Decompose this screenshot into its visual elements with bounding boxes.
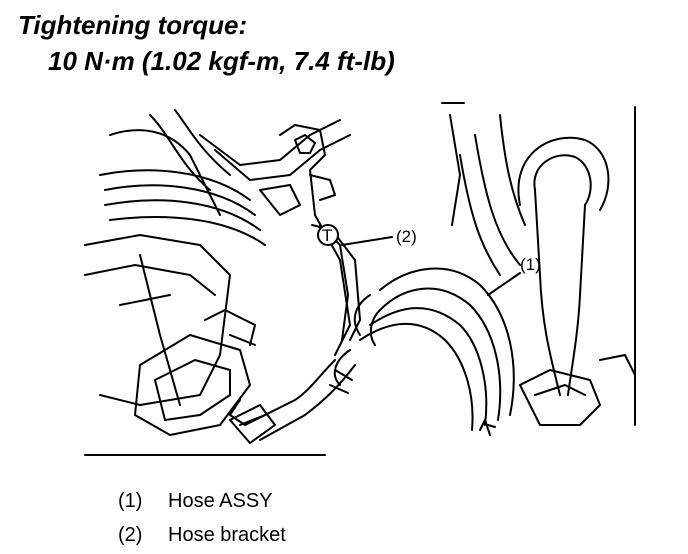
callout-2-leader xyxy=(341,236,393,246)
hose-assy xyxy=(229,267,515,441)
torque-title: Tightening torque: xyxy=(18,10,248,40)
legend-number: (1) xyxy=(118,490,143,512)
legend-label: Hose bracket xyxy=(168,524,286,546)
torque-symbol: T xyxy=(322,226,332,245)
legend-label: Hose ASSY xyxy=(168,490,273,512)
right-duct xyxy=(449,114,610,396)
callout-2-label: (2) xyxy=(396,227,417,246)
legend-item-2: (2) Hose bracket xyxy=(118,518,286,552)
torque-value: 10 N·m (1.02 kgf-m, 7.4 ft-lb) xyxy=(48,46,395,76)
callout-1-leader xyxy=(487,272,521,296)
connector-block xyxy=(134,309,256,436)
hose-clamp xyxy=(229,404,276,444)
callout-legend: (1) Hose ASSY (2) Hose bracket xyxy=(118,484,286,552)
hose-assembly-illustration: T (2) (1) xyxy=(84,102,636,456)
right-lower-components xyxy=(479,354,636,436)
torque-bolt-icon: T xyxy=(317,224,339,246)
callout-1-label: (1) xyxy=(520,255,541,274)
legend-item-1: (1) Hose ASSY xyxy=(118,484,286,518)
legend-number: (2) xyxy=(118,524,143,546)
left-mount-structure xyxy=(84,234,231,406)
wiring-harness xyxy=(99,109,351,246)
